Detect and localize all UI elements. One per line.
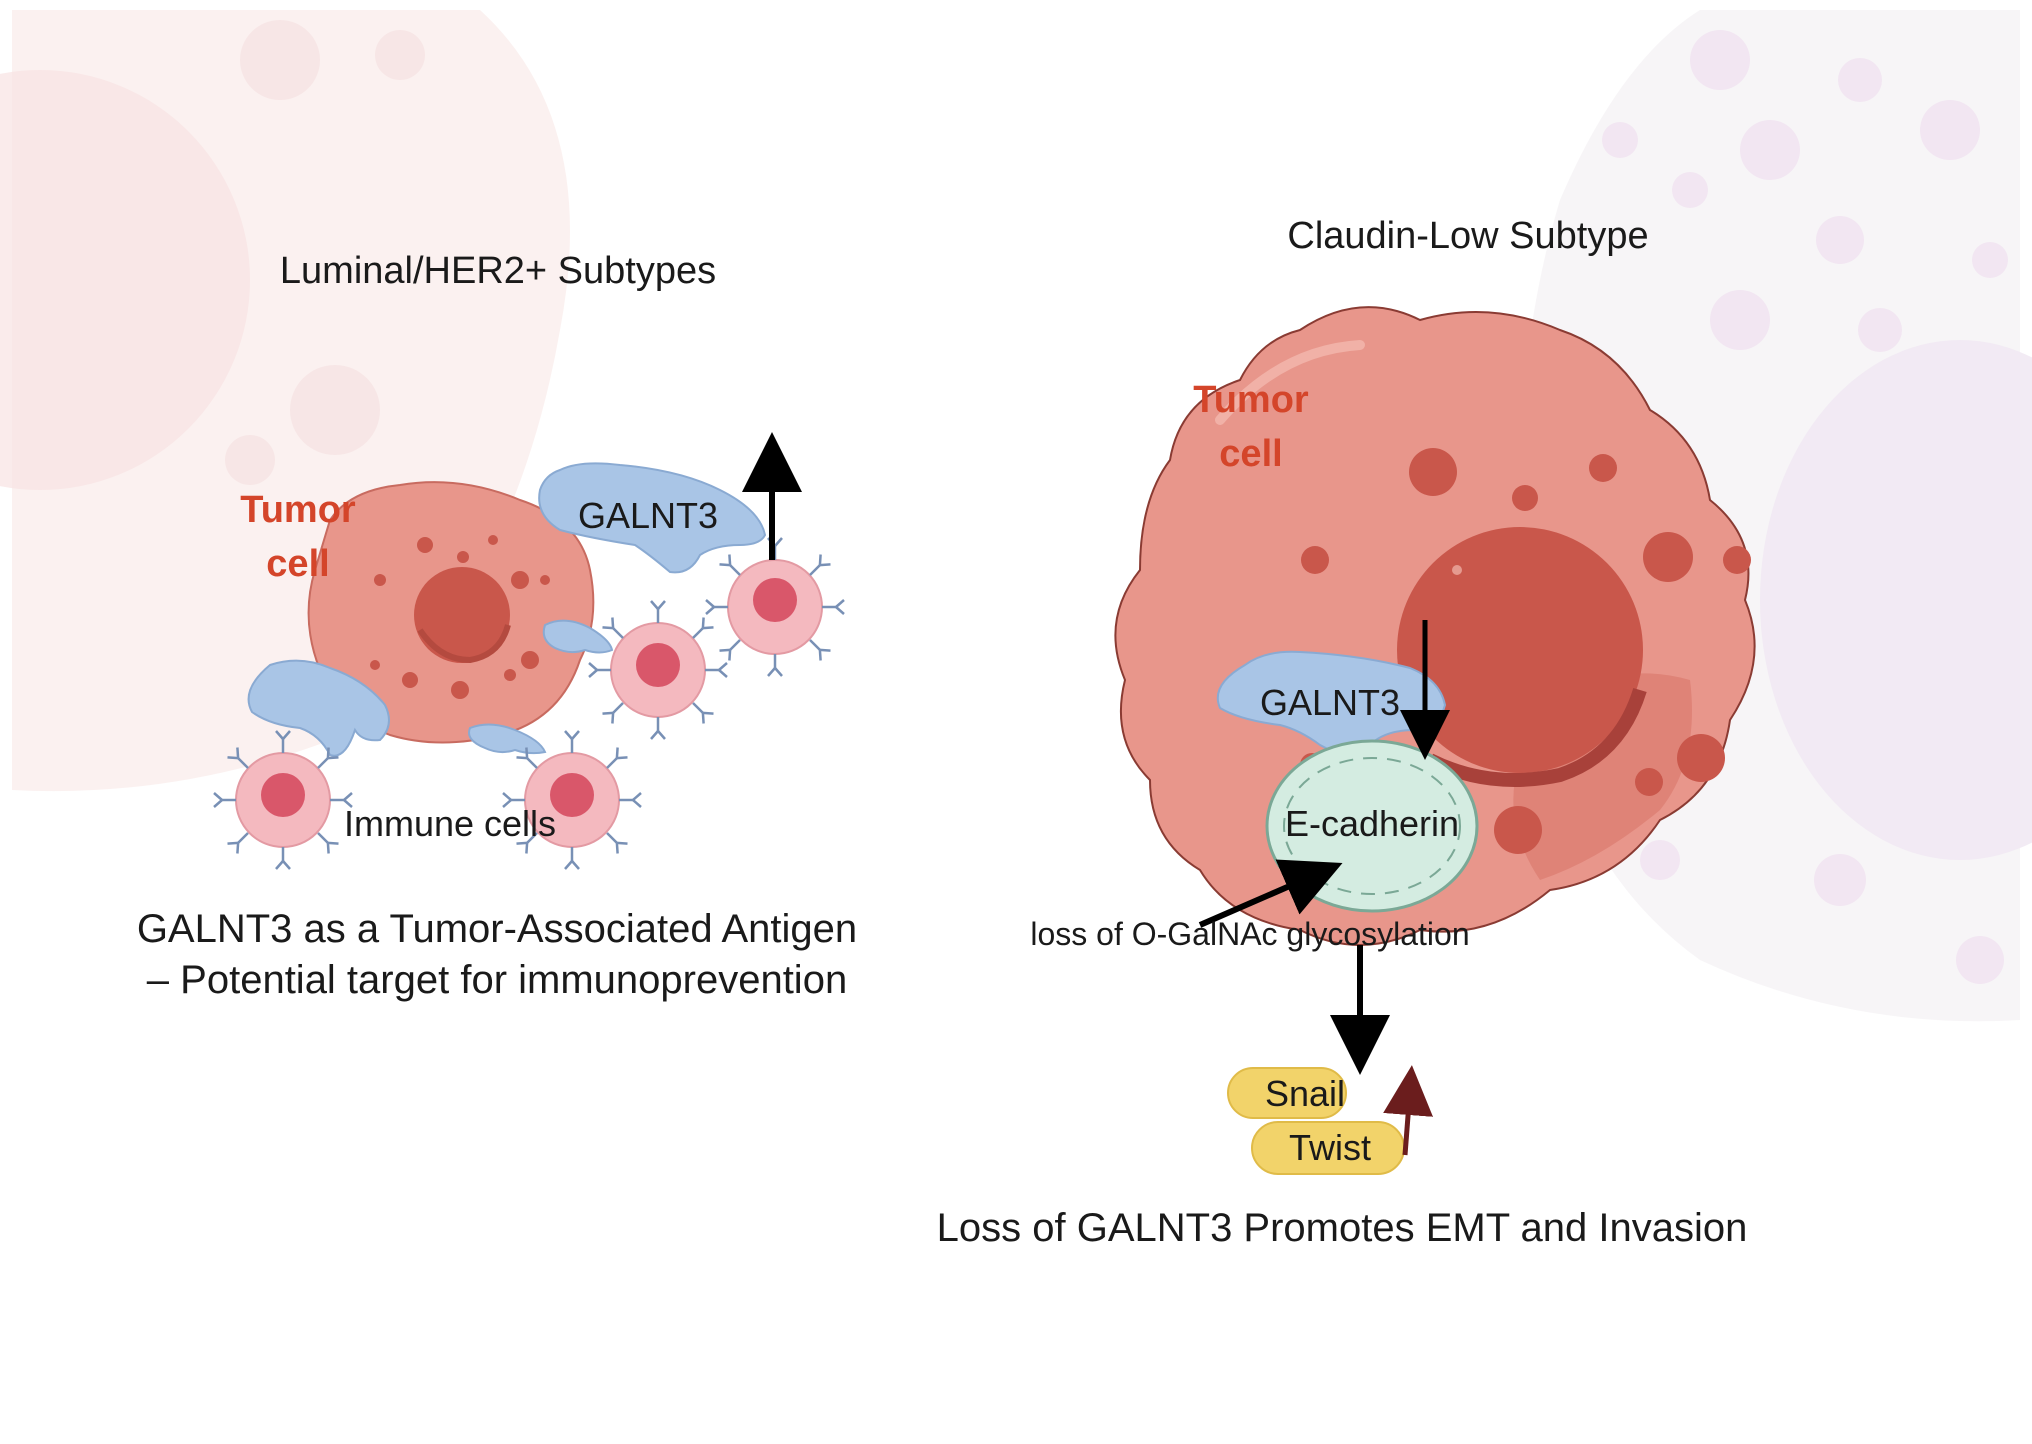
left-tumor-label-line1: Tumor <box>240 489 356 531</box>
left-tumor-cell <box>307 481 595 744</box>
left-tumor-label-line2: cell <box>266 543 329 585</box>
immune-cell-2 <box>587 599 729 741</box>
left-galnt3-small-1 <box>542 619 614 654</box>
left-caption-line1: GALNT3 as a Tumor-Associated Antigen <box>137 907 857 951</box>
right-tumor-label-line1: Tumor <box>1193 379 1309 421</box>
right-panel: Claudin-Low Subtype Tumor cell GALNT3 <box>937 215 1756 1250</box>
right-subtype-title: Claudin-Low Subtype <box>1287 215 1648 257</box>
left-galnt3-lower <box>247 659 390 757</box>
loss-glycosylation-arrow <box>1198 859 1343 928</box>
immune-cells-label: Immune cells <box>344 803 556 844</box>
right-caption: Loss of GALNT3 Promotes EMT and Invasion <box>937 1206 1748 1250</box>
snail-box <box>1227 1067 1347 1119</box>
left-galnt3-small-2 <box>468 723 547 755</box>
snail-twist-up-arrow <box>1383 1065 1434 1156</box>
left-tumor-nucleus <box>414 567 510 663</box>
twist-label: Twist <box>1289 1127 1371 1168</box>
immune-cell-4 <box>501 729 643 871</box>
immune-cell-1 <box>704 536 846 678</box>
loss-glycosylation-label: loss of O-GalNAc glycosylation <box>1030 916 1469 952</box>
right-tumor-cell <box>1114 306 1756 946</box>
right-galnt3 <box>1216 650 1447 754</box>
left-panel: Luminal/HER2+ Subtypes Tumor cell GALNT3 <box>137 250 857 1002</box>
left-galnt3-large <box>538 462 767 574</box>
ecadherin-label: E-cadherin <box>1285 803 1459 844</box>
right-galnt3-label: GALNT3 <box>1260 682 1400 723</box>
left-subtype-title: Luminal/HER2+ Subtypes <box>280 250 716 292</box>
left-background-nucleus <box>0 70 250 490</box>
left-caption-line2: – Potential target for immunoprevention <box>147 958 847 1002</box>
right-tumor-label-line2: cell <box>1219 433 1282 475</box>
right-tumor-nucleus <box>1397 527 1643 773</box>
immune-cell-3 <box>212 729 354 871</box>
right-background-nucleus <box>1760 340 2032 860</box>
snail-label: Snail <box>1265 1073 1345 1114</box>
left-galnt3-label: GALNT3 <box>578 495 718 536</box>
